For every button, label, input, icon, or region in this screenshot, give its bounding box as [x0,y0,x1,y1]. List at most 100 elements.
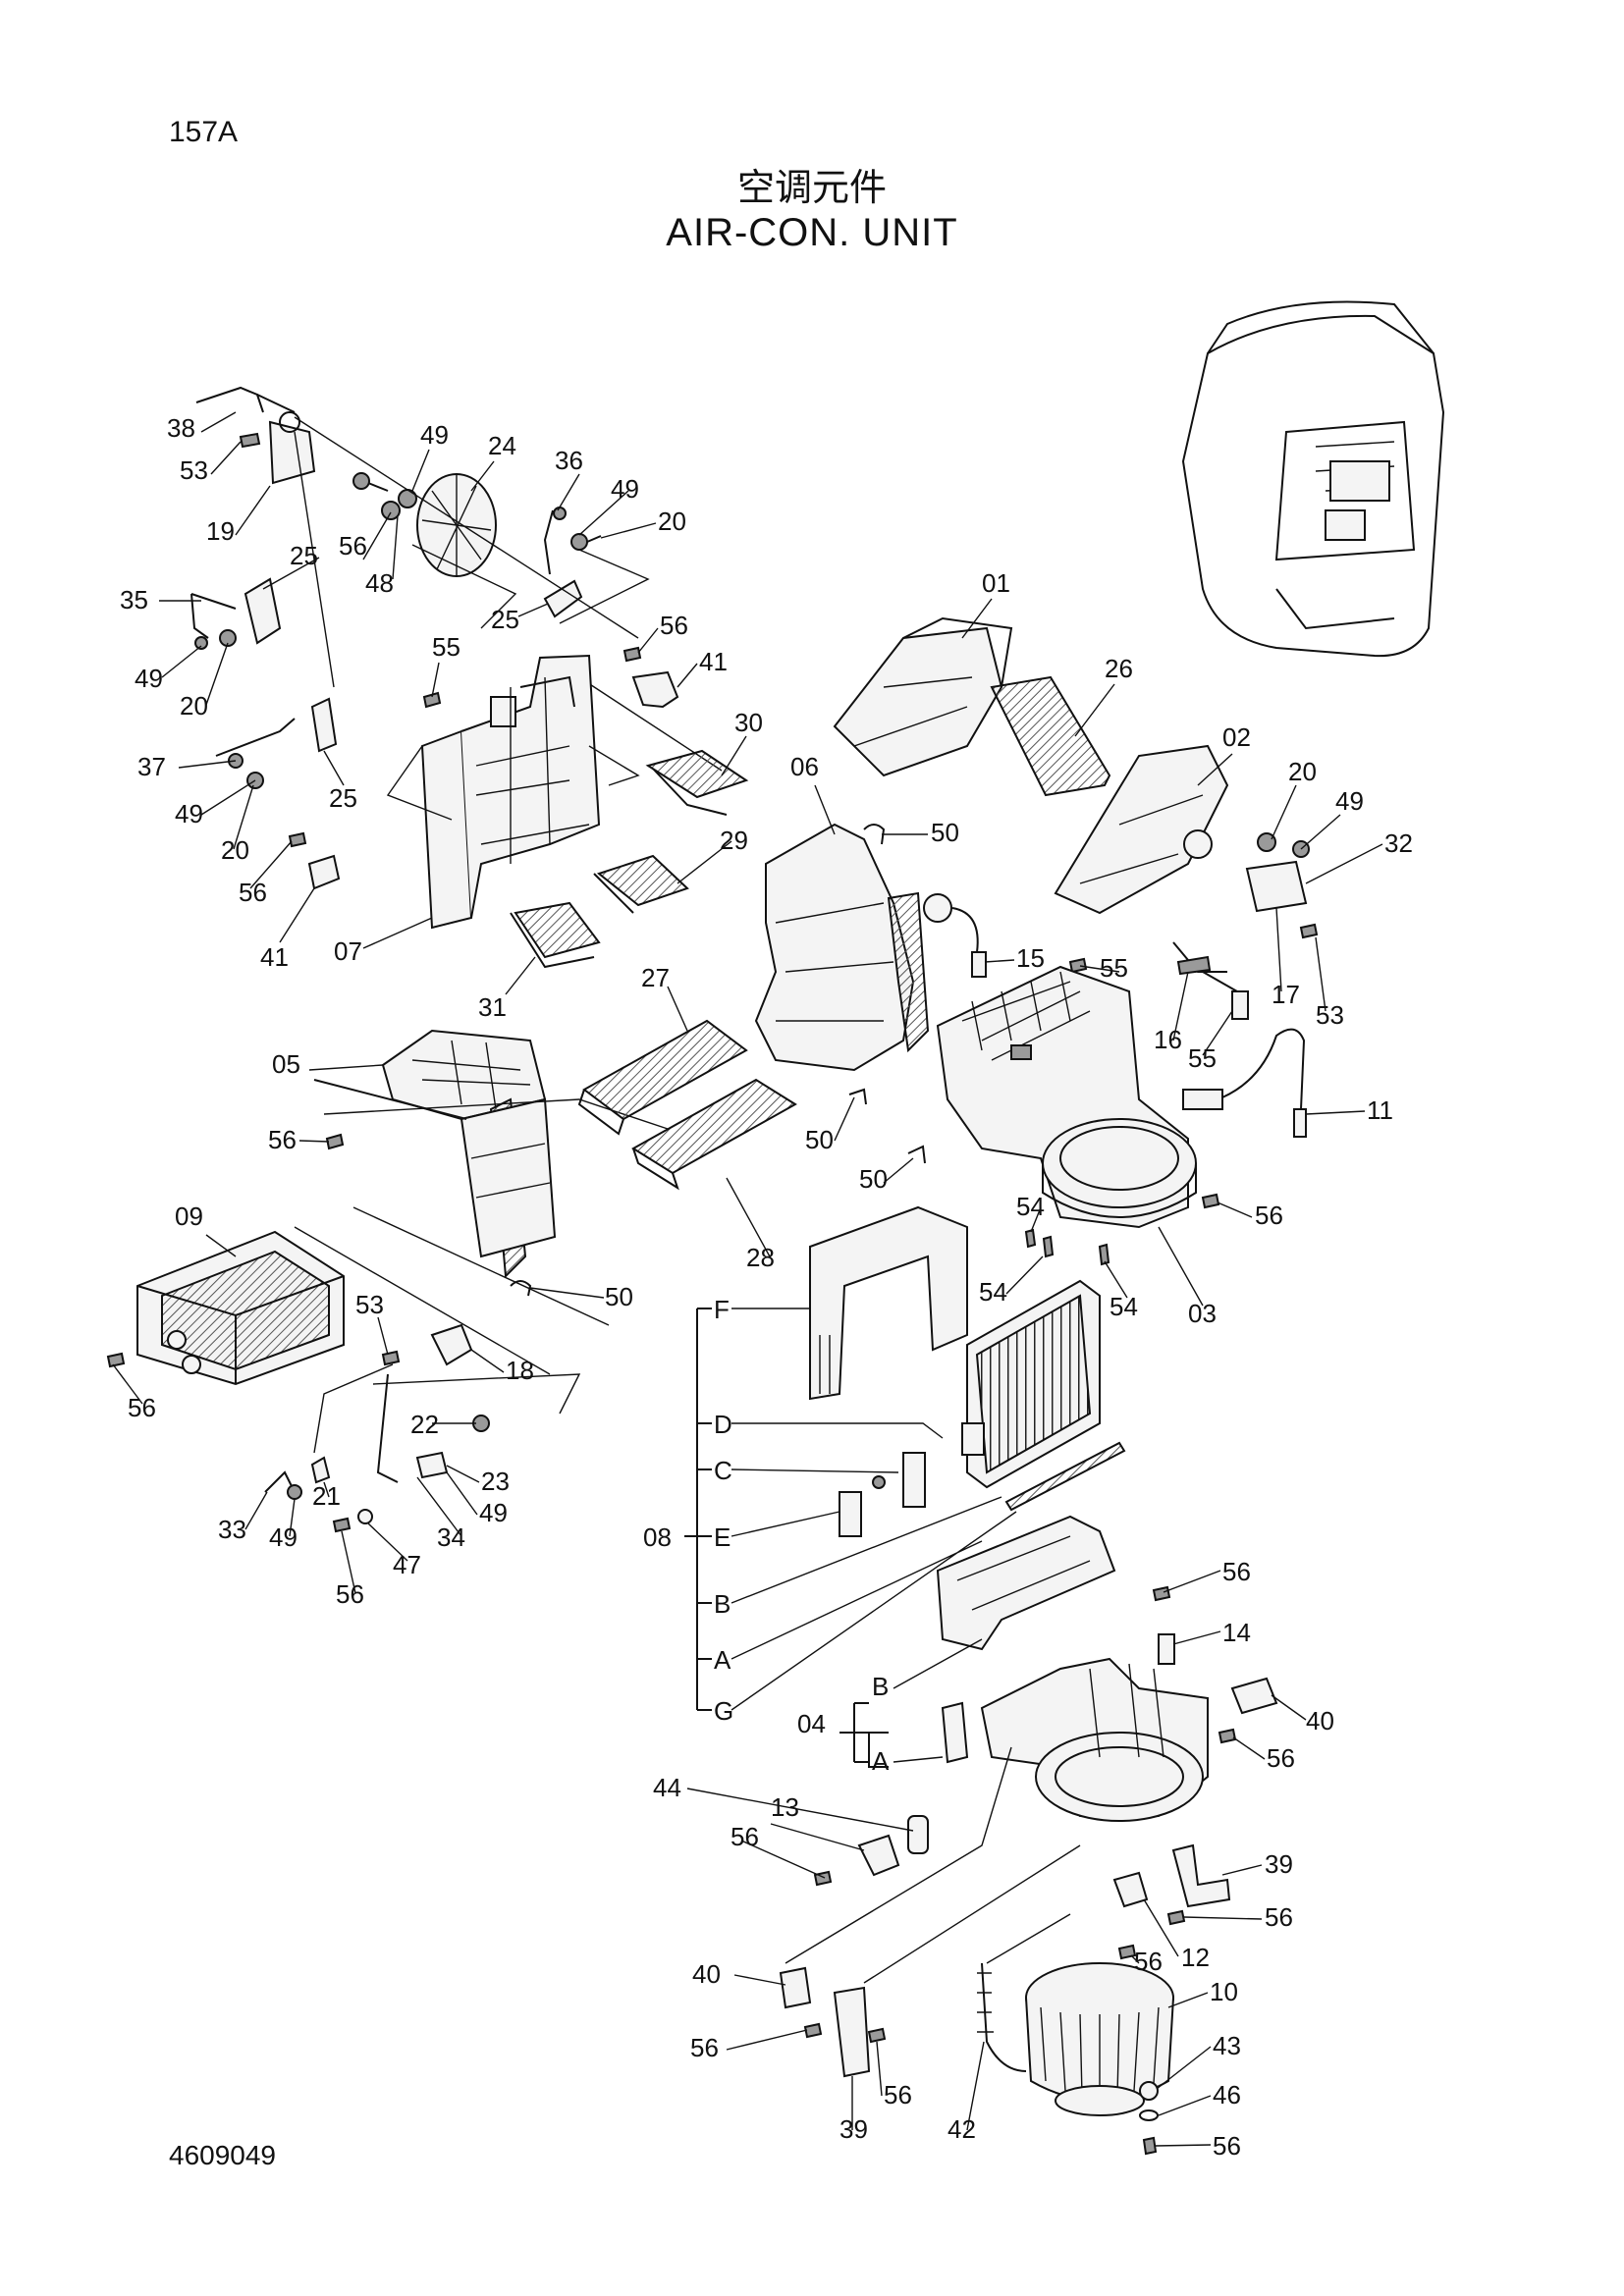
callout-49: 49 [479,1498,508,1527]
callout-39: 39 [1265,1849,1293,1879]
callout-01: 01 [982,568,1010,598]
callout-56: 56 [1134,1947,1163,1976]
callout-49: 49 [135,664,163,693]
leader-lines [112,411,1383,2147]
callout-55: 55 [1100,953,1128,983]
callout-15: 15 [1016,943,1045,973]
subpart-08-B: B [714,1589,731,1619]
callout-10: 10 [1210,1977,1238,2006]
subpart-letters-04: B A [839,1638,983,1776]
damper-linkage-group [190,386,650,789]
callout-18: 18 [506,1356,534,1385]
blower-case-03 [936,965,1220,1266]
duct-01 [833,616,1013,777]
callout-25: 25 [329,783,357,813]
callout-22: 22 [410,1410,439,1439]
callout-17: 17 [1272,980,1300,1009]
callout-07: 07 [334,936,362,966]
callout-48: 48 [365,568,394,598]
callout-56: 56 [884,2080,912,2109]
filter-28 [631,1078,797,1191]
callout-55: 55 [1188,1043,1217,1073]
housing-05 [294,1029,669,1375]
subpart-04-A: A [872,1746,890,1776]
subpart-08-G: G [714,1696,733,1726]
cab-location-thumbnail [1181,300,1445,658]
callout-20: 20 [658,507,686,536]
callout-53: 53 [1316,1000,1344,1030]
page-code: 157A [169,116,239,148]
callout-56: 56 [690,2033,719,2062]
callout-49: 49 [420,420,449,450]
callout-54: 54 [1016,1192,1045,1221]
subpart-letters-08: F D C E B A G [714,1295,733,1726]
lower-case-04 [854,1515,1209,1822]
callout-56: 56 [336,1579,364,1609]
document-number: 4609049 [169,2140,277,2170]
callout-37: 37 [137,752,166,781]
callout-54: 54 [979,1277,1007,1307]
callout-12: 12 [1181,1943,1210,1972]
callout-21: 21 [312,1481,341,1511]
title-english: AIR-CON. UNIT [666,211,958,254]
bracket-41-lower [288,831,341,890]
subpart-04-B: B [872,1672,889,1701]
callout-41: 41 [699,647,728,676]
lower-linkage [264,1323,581,1533]
callout-25: 25 [491,605,519,634]
callout-56: 56 [339,531,367,561]
callout-36: 36 [555,446,583,475]
callout-50: 50 [859,1164,888,1194]
callout-20: 20 [1288,757,1317,786]
callout-24: 24 [488,431,516,460]
callout-40: 40 [1306,1706,1334,1735]
blower-motor-10 [977,1913,1174,2156]
callout-56: 56 [1255,1201,1283,1230]
callout-50: 50 [931,818,959,847]
subpart-08-A: A [714,1645,731,1675]
callout-42: 42 [947,2114,976,2144]
bracket-41-upper [578,646,723,772]
callout-40: 40 [692,1959,721,1989]
callout-56: 56 [1222,1557,1251,1586]
callout-53: 53 [180,455,208,485]
callout-06: 06 [790,752,819,781]
callout-56: 56 [660,611,688,640]
callout-02: 02 [1222,722,1251,752]
callout-41: 41 [260,942,289,972]
evaporator-08 [731,1205,1126,1711]
callout-03: 03 [1188,1299,1217,1328]
callout-04: 04 [797,1709,826,1738]
callout-19: 19 [206,516,235,546]
filter-27 [577,1019,748,1136]
callout-50: 50 [605,1282,633,1311]
callout-47: 47 [393,1550,421,1579]
subpart-08-F: F [714,1295,730,1324]
callout-23: 23 [481,1467,510,1496]
heater-core-09 [106,1230,345,1386]
callout-56: 56 [239,878,267,907]
callout-49: 49 [1335,786,1364,816]
title-chinese: 空调元件 [736,166,887,209]
callout-46: 46 [1213,2080,1241,2109]
subpart-08-E: E [714,1522,731,1552]
callout-56: 56 [1265,1902,1293,1932]
callout-33: 33 [218,1515,246,1544]
callout-29: 29 [720,826,748,855]
callout-55: 55 [432,632,460,662]
case-frame-07 [386,654,640,930]
callout-31: 31 [478,992,507,1022]
callout-56: 56 [268,1125,297,1154]
callout-08: 08 [643,1522,672,1552]
callout-49: 49 [611,474,639,504]
callout-44: 44 [653,1773,681,1802]
small-fittings [779,1585,1278,2078]
callout-05: 05 [272,1049,300,1079]
callout-16: 16 [1154,1025,1182,1054]
callout-54: 54 [1110,1292,1138,1321]
clip-parts-50 [510,824,926,1297]
callout-35: 35 [120,585,148,614]
callout-09: 09 [175,1201,203,1231]
callout-38: 38 [167,413,195,443]
